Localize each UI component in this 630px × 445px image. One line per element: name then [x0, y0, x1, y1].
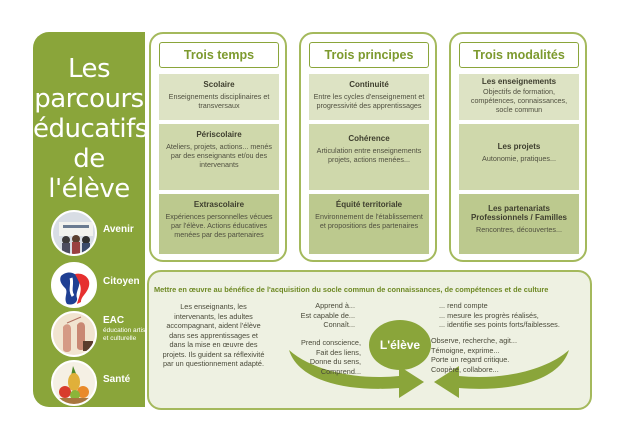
column-trois-principes: Trois principes Continuité Entre les cyc… — [299, 32, 437, 262]
card-projets: Les projets Autonomie, pratiques... — [459, 124, 579, 190]
column-header: Trois principes — [309, 42, 429, 68]
left-top-list: Apprend à... Est capable de... Connaît..… — [300, 301, 355, 329]
card-extrascolaire: Extrascolaire Expériences personnelles v… — [159, 194, 279, 254]
parcours-sublabel: éducation artistique et culturelle — [103, 327, 160, 342]
column-header: Trois temps — [159, 42, 279, 68]
card-continuite: Continuité Entre les cycles d'enseigneme… — [309, 74, 429, 120]
ballet-shoes-icon — [51, 311, 97, 357]
sidebar: Les parcours éducatifs de l'élève Avenir — [33, 32, 159, 407]
parcours-eac: EAC éducation artistique et culturelle — [51, 311, 163, 357]
cycle-arrows-icon — [289, 350, 569, 398]
parcours-avenir: Avenir — [51, 210, 163, 256]
fruit-basket-icon — [51, 360, 97, 406]
column-trois-modalites: Trois modalités Les enseignements Object… — [449, 32, 587, 262]
parcours-sante: Santé — [51, 360, 163, 406]
left-bottom-list: Prend conscience, Fait des liens, Donne … — [300, 338, 361, 376]
card-equite-territoriale: Équité territoriale Environnement de l'é… — [309, 194, 429, 254]
eleve-center: L'élève — [369, 320, 431, 370]
right-bottom-list: Observe, recherche, agit... Témoigne, ex… — [431, 336, 517, 374]
card-periscolaire: Périscolaire Ateliers, projets, actions.… — [159, 124, 279, 190]
parcours-label: Santé — [103, 374, 131, 385]
enseignants-text: Les enseignants, les intervenants, les a… — [162, 302, 265, 368]
marianne-profile-icon — [51, 262, 97, 308]
parcours-label: Avenir — [103, 224, 134, 235]
column-trois-temps: Trois temps Scolaire Enseignements disci… — [149, 32, 287, 262]
parcours-citoyen: Citoyen — [51, 262, 163, 308]
page-title: Les parcours éducatifs de l'élève — [33, 54, 148, 204]
card-enseignements: Les enseignements Objectifs de formation… — [459, 74, 579, 120]
parcours-label: Citoyen — [103, 276, 140, 287]
school-photo-icon — [51, 210, 97, 256]
parcours-label: EAC — [103, 315, 125, 326]
bottom-panel: Mettre en œuvre au bénéfice de l'acquisi… — [147, 270, 592, 410]
card-scolaire: Scolaire Enseignements disciplinaires et… — [159, 74, 279, 120]
column-header: Trois modalités — [459, 42, 579, 68]
card-coherence: Cohérence Articulation entre enseignemen… — [309, 124, 429, 190]
card-partenariats: Les partenariats Professionnels / Famill… — [459, 194, 579, 254]
bottom-title: Mettre en œuvre au bénéfice de l'acquisi… — [154, 285, 549, 294]
right-top-list: ... rend compte ... mesure les progrès r… — [439, 301, 560, 329]
